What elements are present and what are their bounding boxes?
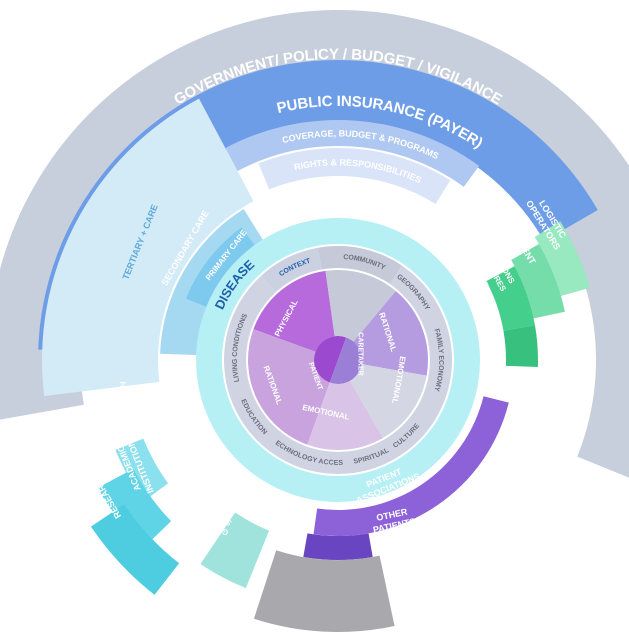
spiritual-support-band: [253, 550, 395, 633]
emotional-left-sector: [307, 380, 383, 450]
expeditures-band: [503, 325, 538, 367]
family-economy-label: FAMILY ECONOMY: [432, 328, 444, 392]
emotional-right-sector: [350, 364, 427, 438]
caretaker-label: CARETAKER: [357, 332, 364, 375]
diagram-shapes: [0, 10, 629, 633]
treatment-band: [511, 244, 565, 319]
research-pharma-label: RESEARCHPHARMA: [119, 381, 138, 426]
media-band: [200, 512, 270, 589]
community-core-sector: [325, 270, 396, 342]
logistic-operators-band: [534, 221, 590, 297]
coverage-band: [225, 120, 480, 187]
caretaker-center: [329, 337, 362, 384]
spiritual-support-label: SPIRITUALSUPPORT: [379, 529, 429, 557]
disease-ring: [196, 218, 480, 502]
physical-sector: [253, 270, 335, 352]
rational-left-sector: [248, 329, 330, 445]
rational-right-sector: [353, 291, 428, 376]
rights-band: [258, 148, 451, 204]
research-pharma-band: [115, 438, 169, 502]
research-band: [90, 504, 180, 595]
primary-care-band: [185, 227, 255, 307]
patient-center: [314, 336, 347, 383]
other-patients-band: [303, 533, 373, 560]
patient-associations-band: [313, 396, 509, 536]
community-sector: [318, 246, 402, 284]
context-sector: [261, 247, 323, 292]
tertiary-care-band: [42, 98, 254, 397]
authorizations-band: [486, 266, 535, 331]
academic-band: [97, 468, 172, 549]
